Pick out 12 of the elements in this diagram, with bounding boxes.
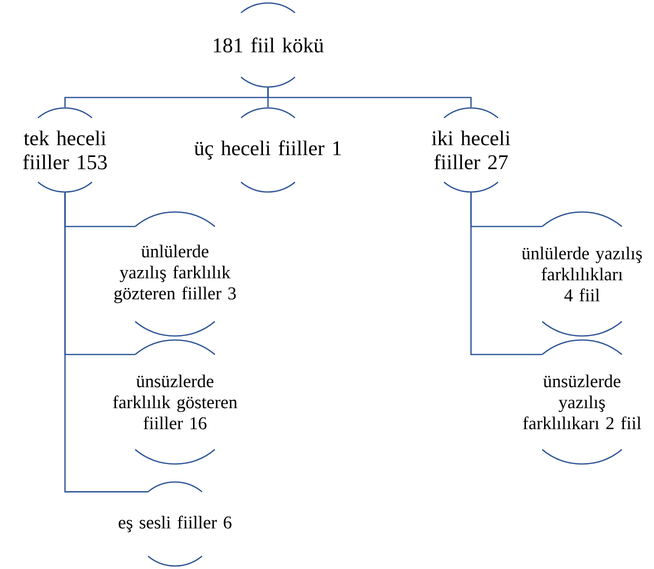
- arc-node: 181 fiil kökü: [214, 2, 324, 88]
- arc-node: ünlülerde yazılış farklılık gözteren fiiller 3: [114, 211, 236, 337]
- connector-line: [267, 88, 472, 108]
- arc-node: iki heceli fiiller 27: [432, 107, 510, 193]
- arc-node: tek heceli fiiller 153: [23, 107, 107, 193]
- arc-node: üç heceli fiiller 1: [194, 107, 341, 193]
- arc-node: ünlülerde yazılış farklılıkları 4 fiil: [522, 211, 642, 337]
- connector-line: [470, 192, 542, 356]
- arc-node: ünsüzlerde yazılış farklılıkarı 2 fiil: [523, 339, 642, 465]
- connector-line: [64, 192, 148, 492]
- arc-node: eş sesli fiiller 6: [118, 481, 232, 567]
- arc-node: ünsüzlerde farklılık gösteren fiiller 16: [113, 339, 238, 465]
